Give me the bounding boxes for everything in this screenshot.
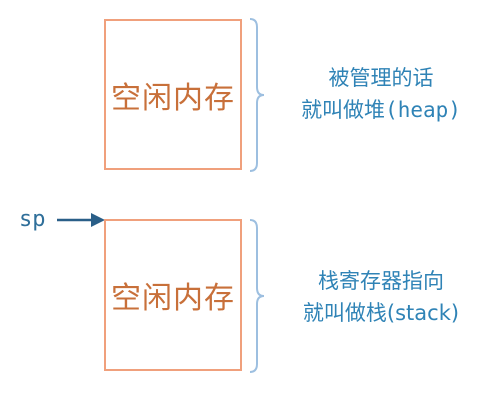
heap-note: 被管理的话 就叫做堆(heap)	[266, 62, 496, 126]
stack-memory-box: 空闲内存	[104, 219, 242, 371]
stack-box-label: 空闲内存	[111, 281, 235, 316]
heap-note-term: (heap)	[385, 98, 461, 122]
heap-brace	[249, 18, 265, 172]
heap-note-prefix: 就叫做堆	[301, 98, 386, 122]
stack-note-line1: 栈寄存器指向	[318, 269, 444, 293]
heap-note-line2: 就叫做堆(heap)	[266, 94, 496, 126]
heap-note-line1: 被管理的话	[328, 66, 434, 90]
sp-label: sp	[19, 207, 46, 232]
stack-note: 栈寄存器指向 就叫做栈(stack)	[266, 265, 496, 329]
heap-memory-box: 空闲内存	[104, 19, 242, 170]
sp-arrow-icon	[57, 213, 105, 227]
stack-brace	[249, 219, 265, 373]
heap-box-label: 空闲内存	[111, 80, 235, 116]
stack-note-term: (stack)	[386, 301, 460, 325]
stack-note-prefix: 就叫做栈	[302, 301, 387, 325]
stack-note-line2: 就叫做栈(stack)	[266, 297, 496, 329]
